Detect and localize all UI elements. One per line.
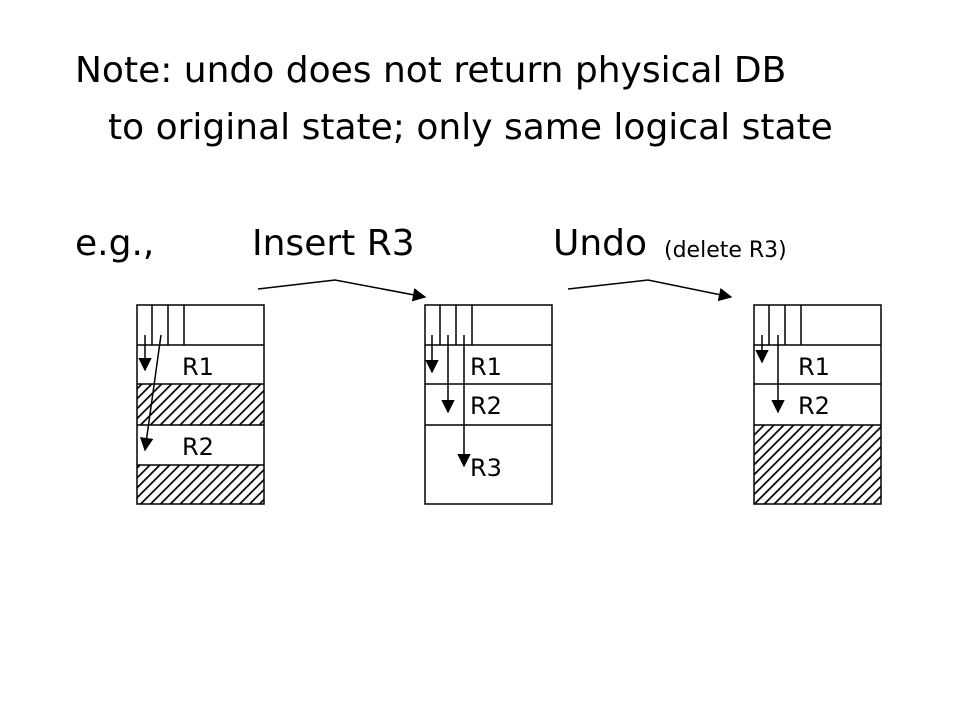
insert-transition-arrow [257,279,427,302]
page1-record-r1: R1 [182,353,214,381]
page2-record-r2: R2 [470,392,502,420]
page-before-insert [136,304,265,505]
page3-record-r1: R1 [798,353,830,381]
free-space-2 [137,465,264,504]
note-line-1: Note: undo does not return physical DB [75,50,787,91]
note-line-2: to original state; only same logical sta… [108,107,833,148]
page-outline [424,304,553,505]
pointer-arrow [139,334,162,452]
step-insert-label: Insert R3 [252,223,415,264]
undo-transition-arrow [567,279,733,302]
free-space [754,425,881,504]
page3-record-r2: R2 [798,392,830,420]
page1-record-r2: R2 [182,433,214,461]
step-undo-label: Undo [553,223,648,264]
step-undo-detail: (delete R3) [664,238,787,263]
page-outline [753,304,882,505]
page-after-insert [424,304,553,505]
free-space-1 [137,384,264,425]
page-outline [136,304,265,505]
example-prefix: e.g., [75,223,155,264]
page2-record-r1: R1 [470,353,502,381]
page2-record-r3: R3 [470,454,502,482]
page-after-undo [753,304,882,505]
